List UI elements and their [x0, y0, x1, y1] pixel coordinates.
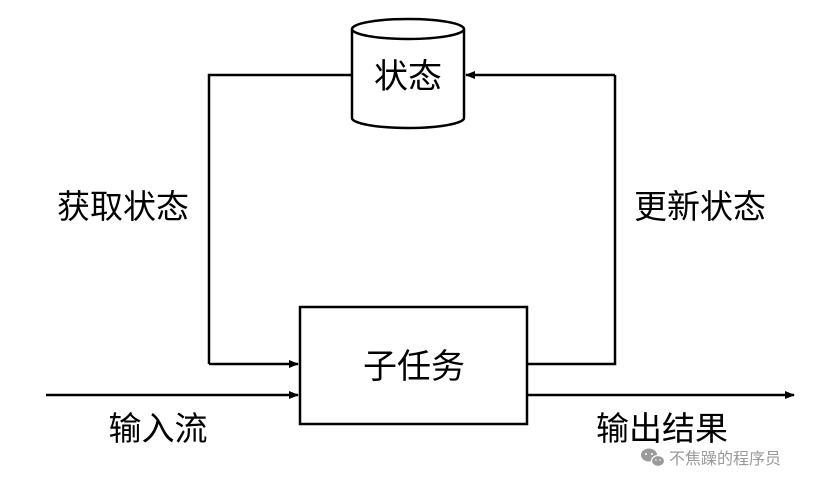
output-result-label: 输出结果 [596, 409, 728, 448]
state-database: 状态 [350, 17, 466, 130]
watermark-text: 不焦躁的程序员 [669, 449, 781, 468]
subtask-label: 子任务 [363, 347, 465, 387]
state-cylinder-body [350, 29, 466, 130]
get-state-connector [207, 73, 352, 368]
update-state-connector [465, 71, 617, 366]
subtask-box [298, 305, 529, 426]
update-state-line [527, 75, 617, 366]
subtask-node: 子任务 [298, 305, 529, 426]
get-state-line [207, 73, 352, 364]
update-state-label: 更新状态 [634, 187, 766, 226]
state-label: 状态 [374, 57, 442, 97]
state-cylinder-top [350, 17, 466, 41]
wechat-icon [641, 448, 666, 468]
watermark: 不焦躁的程序员 [641, 448, 781, 468]
get-state-label: 获取状态 [57, 187, 189, 226]
input-stream-label: 输入流 [109, 409, 208, 448]
